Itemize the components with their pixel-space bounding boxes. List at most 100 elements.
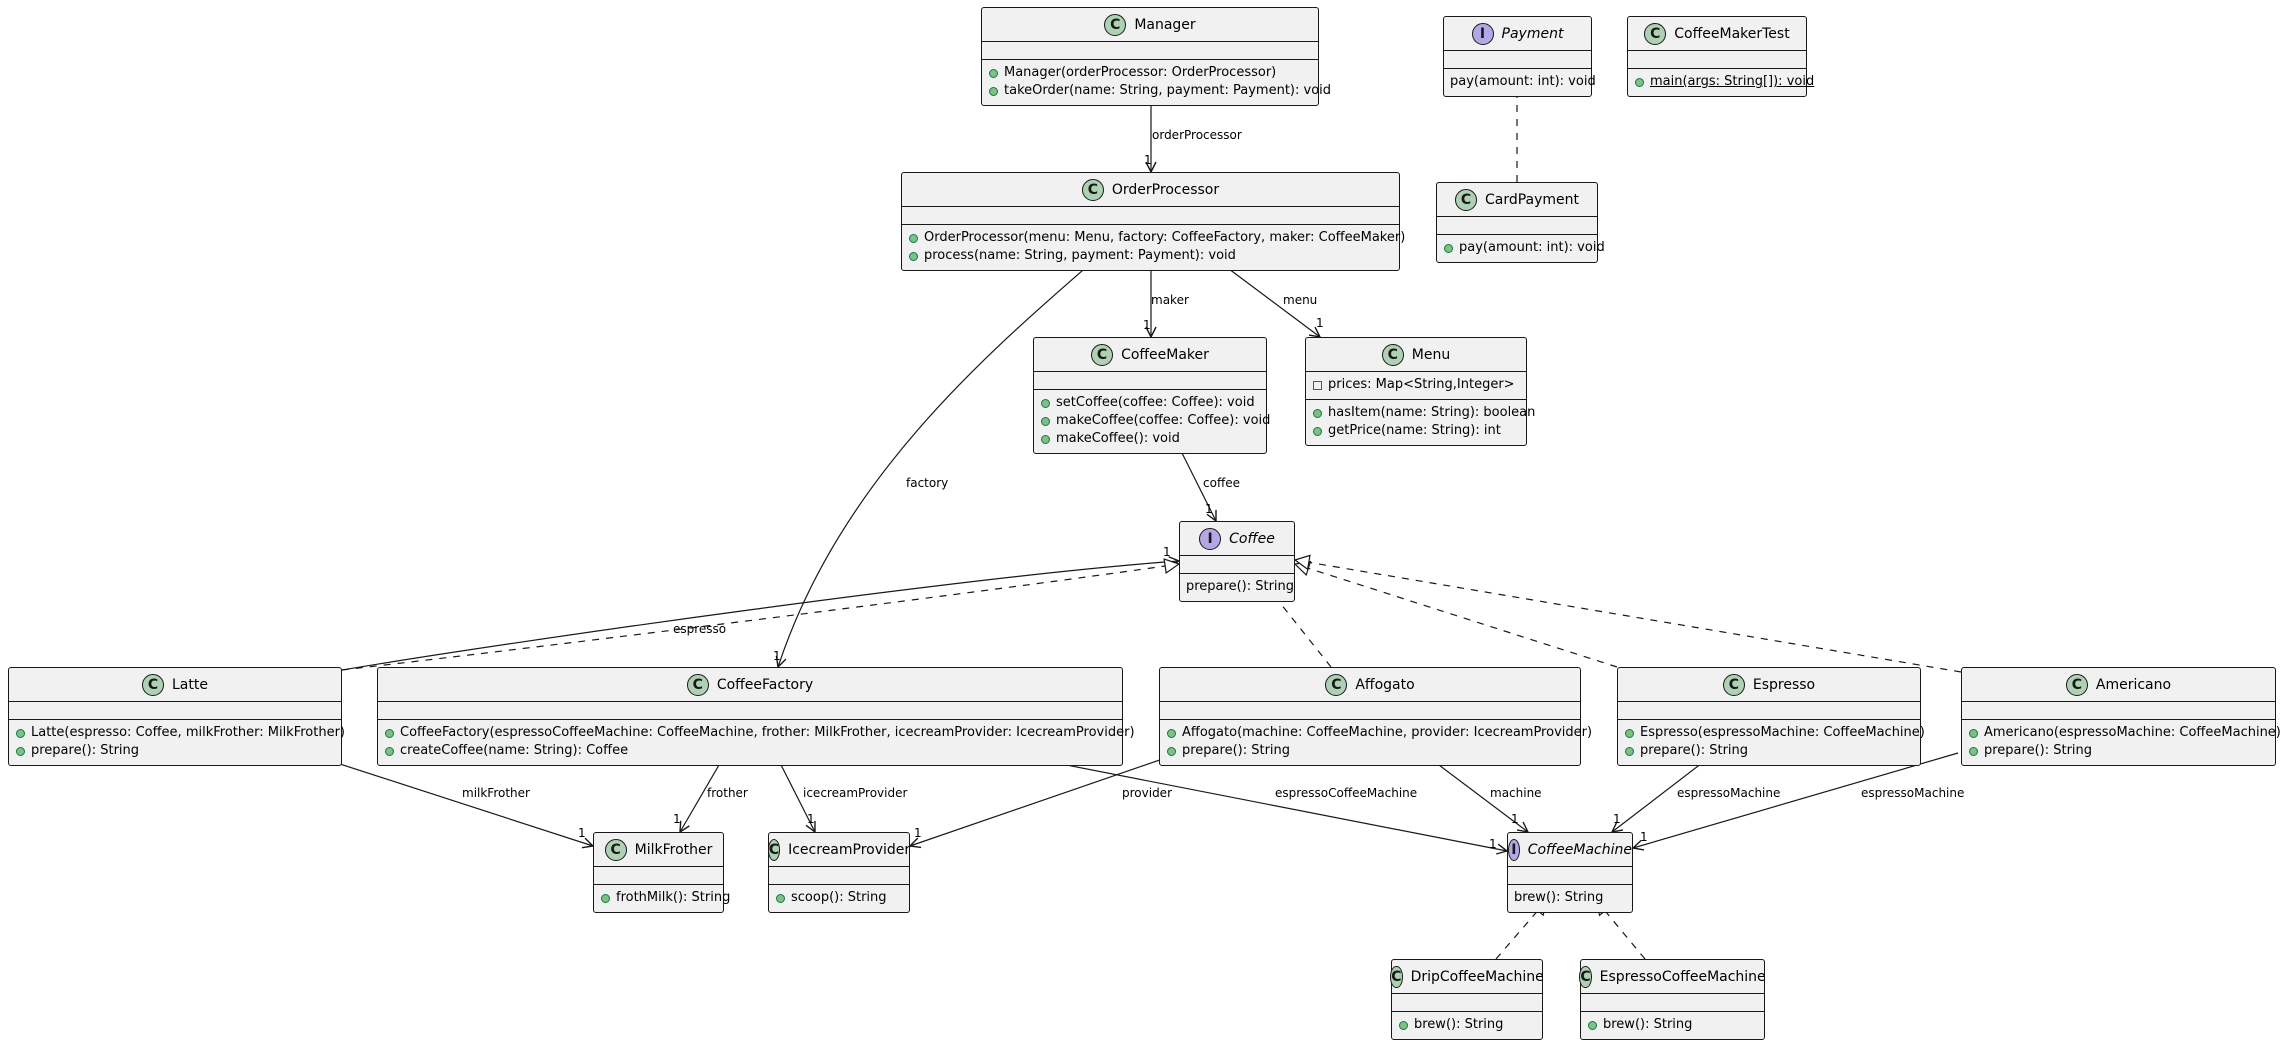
- class-method: pay(amount: int): void: [1443, 239, 1605, 257]
- class-name: Manager: [1134, 16, 1196, 33]
- class-name: CoffeeMaker: [1121, 346, 1209, 363]
- methods-section: Espresso(espressoMachine: CoffeeMachine)…: [1618, 719, 1925, 765]
- methods-section: frothMilk(): String: [594, 884, 730, 912]
- method-text: createCoffee(name: String): Coffee: [400, 743, 629, 758]
- public-visibility-icon: [989, 86, 998, 96]
- edge-multiplicity: 1: [1143, 318, 1151, 332]
- fields-section: [1160, 701, 1580, 719]
- method-text: frothMilk(): String: [616, 890, 731, 905]
- class-method: Latte(espresso: Coffee, milkFrother: Mil…: [15, 724, 345, 742]
- class-name: Affogato: [1355, 676, 1415, 693]
- method-text: prepare(): String: [1182, 743, 1291, 758]
- method-text: main(args: String[]): void: [1650, 74, 1815, 89]
- class-method: getPrice(name: String): int: [1312, 422, 1520, 440]
- class-name: EspressoCoffeeMachine: [1599, 968, 1766, 985]
- class-box-coffeemaker[interactable]: C CoffeeMaker setCoffee(coffee: Coffee): v…: [1033, 337, 1270, 454]
- edge-label: espresso: [673, 622, 726, 636]
- class-method: CoffeeFactory(espressoCoffeeMachine: Cof…: [384, 724, 1135, 742]
- class-name: Coffee: [1229, 530, 1275, 547]
- class-badge-icon: C: [1081, 178, 1104, 201]
- class-method: brew(): String: [1398, 1016, 1536, 1034]
- class-badge-icon: C: [686, 673, 709, 696]
- edge-label: espressoMachine: [1677, 786, 1780, 800]
- edge-label: machine: [1490, 786, 1542, 800]
- fields-section: [902, 206, 1399, 224]
- methods-section: hasItem(name: String): boolean getPrice(n…: [1306, 399, 1535, 445]
- public-visibility-icon: [776, 893, 785, 903]
- edge-label: espressoCoffeeMachine: [1275, 786, 1417, 800]
- method-text: process(name: String, payment: Payment):…: [924, 248, 1236, 263]
- class-method: process(name: String, payment: Payment):…: [908, 247, 1393, 265]
- edge-label: factory: [906, 476, 948, 490]
- class-name: CoffeeFactory: [716, 676, 814, 693]
- edge-label: frother: [707, 786, 748, 800]
- association-edge: [305, 752, 593, 846]
- class-badge-icon: C: [1104, 13, 1127, 36]
- class-method: frothMilk(): String: [600, 889, 730, 907]
- method-text: brew(): String: [1603, 1017, 1693, 1032]
- class-header: C CoffeeFactory: [378, 668, 1122, 701]
- class-badge-icon: C: [1091, 343, 1114, 366]
- fields-section: [9, 701, 341, 719]
- public-visibility-icon: [601, 893, 610, 903]
- method-text: OrderProcessor(menu: Menu, factory: Coff…: [924, 230, 1406, 245]
- class-method: main(args: String[]): void: [1634, 73, 1814, 91]
- public-visibility-icon: [1167, 746, 1176, 756]
- method-text: pay(amount: int): void: [1459, 240, 1605, 255]
- class-name: Americano: [2095, 676, 2172, 693]
- edge-multiplicity: 1: [673, 812, 681, 826]
- method-text: prepare(): String: [1984, 743, 2093, 758]
- interface-badge-icon: I: [1471, 22, 1494, 45]
- method-text: pay(amount: int): void: [1450, 74, 1596, 89]
- public-visibility-icon: [385, 728, 394, 738]
- class-badge-icon: C: [1454, 188, 1477, 211]
- class-badge-icon: C: [1381, 343, 1404, 366]
- methods-section: OrderProcessor(menu: Menu, factory: Coff…: [902, 224, 1405, 270]
- class-method: makeCoffee(): void: [1040, 430, 1260, 448]
- public-visibility-icon: [909, 251, 918, 261]
- class-name: Latte: [172, 676, 208, 693]
- method-text: prepare(): String: [31, 743, 140, 758]
- edge-label: provider: [1122, 786, 1172, 800]
- field-text: prices: Map<String,Integer>: [1328, 377, 1515, 392]
- edge-label: espressoMachine: [1861, 786, 1964, 800]
- class-method: setCoffee(coffee: Coffee): void: [1040, 394, 1260, 412]
- class-method: brew(): String: [1514, 889, 1626, 907]
- edge-label: orderProcessor: [1152, 128, 1242, 142]
- public-visibility-icon: [1625, 746, 1634, 756]
- public-visibility-icon: [1635, 77, 1644, 87]
- public-visibility-icon: [385, 746, 394, 756]
- edge-multiplicity: 1: [1205, 502, 1213, 516]
- method-text: prepare(): String: [1640, 743, 1749, 758]
- method-text: hasItem(name: String): boolean: [1328, 405, 1536, 420]
- class-name: DripCoffeeMachine: [1410, 968, 1544, 985]
- edge-multiplicity: 1: [1144, 153, 1152, 167]
